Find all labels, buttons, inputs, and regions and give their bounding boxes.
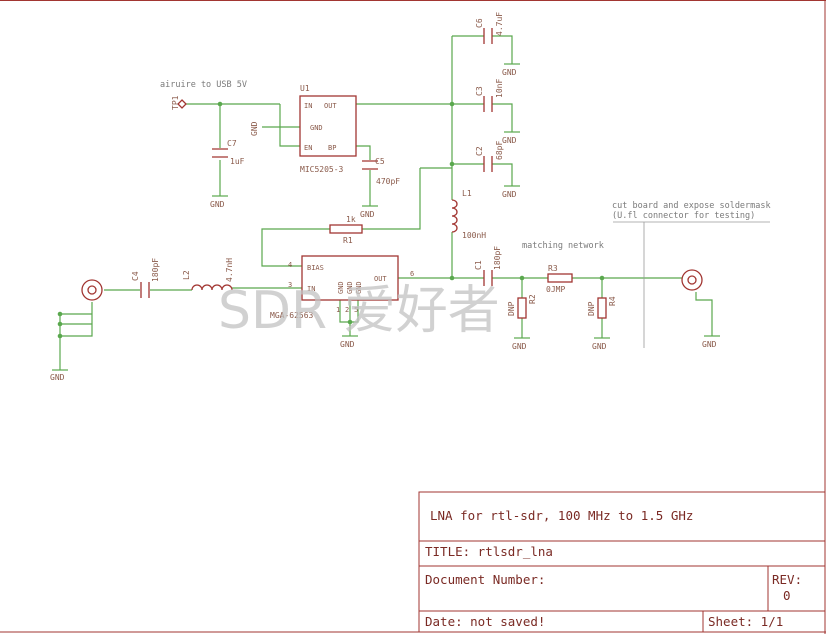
u1-pin-gnd: GND <box>310 124 323 132</box>
title-block-rev-value: 0 <box>783 588 791 603</box>
cut-note: cut board and expose soldermask (U.fl co… <box>612 201 771 348</box>
capacitor-c5: C5 470pF <box>362 157 400 186</box>
title-block-doc-number: Document Number: <box>425 572 545 587</box>
r2-value: DNP <box>507 301 516 316</box>
gnd-label-u2: GND <box>340 340 355 349</box>
capacitor-c2: C2 68pF <box>475 141 504 172</box>
inductor-l1: L1 100nH <box>451 189 486 240</box>
regulator-u1: U1 IN OUT GND EN BP MIC5205-3 GND <box>250 84 357 174</box>
c5-ref: C5 <box>375 157 385 166</box>
capacitor-c7: C7 1uF <box>212 139 245 166</box>
l1-value: 100nH <box>462 231 486 240</box>
net-wires <box>59 35 713 370</box>
u1-pin-out: OUT <box>324 102 337 110</box>
l2-ref: L2 <box>182 270 191 280</box>
title-block-date: Date: not saved! <box>425 614 545 629</box>
c6-ref: C6 <box>475 18 484 28</box>
c3-value: 10nF <box>495 79 504 98</box>
c6-value: 4.7uF <box>495 12 504 36</box>
watermark: SDR 爱好者 <box>218 281 500 341</box>
r4-ref: R4 <box>608 296 617 306</box>
power-source-note: airuire to USB 5V <box>160 80 247 90</box>
r3-value: 0JMP <box>546 285 565 294</box>
c2-value: 68pF <box>495 141 504 160</box>
u1-pin-bp: BP <box>328 144 336 152</box>
r1-value: 1k <box>346 215 356 224</box>
tp1-testpoint: TP1 <box>171 95 187 110</box>
u2-value: MGA-62563 <box>270 311 314 320</box>
inductor-l2: L2 4.7nH <box>182 258 234 291</box>
r2-ref: R2 <box>528 294 537 304</box>
c1-value: 180pF <box>493 246 502 270</box>
title-block-sheet: Sheet: 1/1 <box>708 614 783 629</box>
u1-ref: U1 <box>300 84 310 93</box>
gnd-label-c7: GND <box>210 200 225 209</box>
c7-value: 1uF <box>230 157 245 166</box>
u2-pin4: 4 <box>288 261 292 269</box>
u1-value: MIC5205-3 <box>300 165 344 174</box>
u1-pin-en: EN <box>304 144 312 152</box>
u1-gnd-side-label: GND <box>250 121 259 136</box>
c1-ref: C1 <box>474 260 483 270</box>
title-block-title: TITLE: rtlsdr_lna <box>425 544 553 559</box>
gnd-label-c2: GND <box>502 190 517 199</box>
l1-ref: L1 <box>462 189 472 198</box>
title-block-rev-label: REV: <box>772 572 802 587</box>
u2-pin6: 6 <box>410 270 414 278</box>
junction-dots <box>57 101 605 339</box>
gnd-label-c3: GND <box>502 136 517 145</box>
c2-ref: C2 <box>475 146 484 156</box>
tp1-label: TP1 <box>171 95 180 110</box>
u2-pin-in: IN <box>307 285 315 293</box>
c5-value: 470pF <box>376 177 400 186</box>
u1-pin-in: IN <box>304 102 312 110</box>
gnd-label-j1: GND <box>50 373 65 382</box>
cut-note-line1: cut board and expose soldermask <box>612 201 771 211</box>
capacitor-c1: C1 180pF <box>474 246 502 286</box>
u2-pin-bias: BIAS <box>307 264 324 272</box>
capacitor-c4: C4 180pF <box>131 258 160 298</box>
u2-pin-out: OUT <box>374 275 387 283</box>
ground-symbols <box>52 63 720 371</box>
u2-pin5: 5 <box>354 306 358 314</box>
matching-network-note: matching network <box>522 241 604 251</box>
resistor-r1: 1k R1 <box>329 215 363 245</box>
resistor-r3: R3 0JMP <box>546 264 573 294</box>
r1-ref: R1 <box>343 236 353 245</box>
u2-gnd2: GND <box>346 281 354 294</box>
u2-gnd1: GND <box>337 281 345 294</box>
c7-ref: C7 <box>227 139 237 148</box>
gnd-label-r2: GND <box>512 342 527 351</box>
gnd-labels: GND GND GND GND GND GND GND GND GND GND <box>50 68 717 382</box>
u2-gnd3: GND <box>355 281 363 294</box>
c4-value: 180pF <box>151 258 160 282</box>
u2-pin3: 3 <box>288 281 292 289</box>
output-connector <box>681 269 703 291</box>
title-block: LNA for rtl-sdr, 100 MHz to 1.5 GHz TITL… <box>418 491 826 633</box>
amplifier-u2: BIAS IN OUT GND GND GND 4 3 6 1 2 5 MGA-… <box>270 255 414 320</box>
gnd-label-c6: GND <box>502 68 517 77</box>
gnd-label-j2: GND <box>702 340 717 349</box>
gnd-label-r4: GND <box>592 342 607 351</box>
r3-ref: R3 <box>548 264 558 273</box>
r4-value: DNP <box>587 301 596 316</box>
gnd-label-c5: GND <box>360 210 375 219</box>
resistor-r4: DNP R4 <box>587 296 617 319</box>
c3-ref: C3 <box>475 86 484 96</box>
title-block-heading: LNA for rtl-sdr, 100 MHz to 1.5 GHz <box>430 508 693 523</box>
capacitor-c6: C6 4.7uF <box>475 12 504 44</box>
u2-pin2: 2 <box>345 306 349 314</box>
c4-ref: C4 <box>131 271 140 281</box>
l2-value: 4.7nH <box>225 258 234 282</box>
input-connector <box>81 279 103 301</box>
capacitor-c3: C3 10nF <box>475 79 504 112</box>
resistor-r2: DNP R2 <box>507 294 537 319</box>
cut-note-line2: (U.fl connector for testing) <box>612 211 755 221</box>
u2-pin1: 1 <box>336 306 340 314</box>
